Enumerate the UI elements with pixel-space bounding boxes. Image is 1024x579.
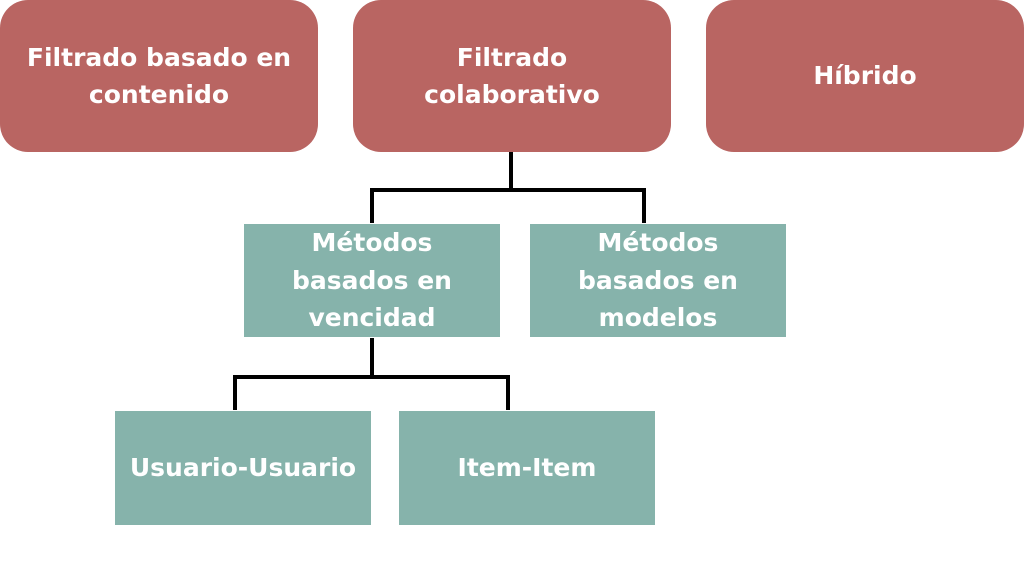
model-based-methods-box: Métodos basados en modelos bbox=[530, 224, 786, 337]
hybrid-label: Híbrido bbox=[813, 61, 917, 91]
content-based-filtering-box: Filtrado basado en contenido bbox=[0, 0, 318, 152]
collaborative-filtering-label: Filtrado colaborativo bbox=[424, 42, 600, 110]
model-based-methods-label: Métodos basados en modelos bbox=[578, 228, 738, 333]
item-item-label: Item-Item bbox=[457, 453, 597, 483]
user-user-box: Usuario-Usuario bbox=[115, 411, 371, 525]
hybrid-box: Híbrido bbox=[706, 0, 1024, 152]
content-based-filtering-label: Filtrado basado en contenido bbox=[26, 42, 292, 110]
user-user-label: Usuario-Usuario bbox=[129, 453, 357, 483]
connector-collaborative-to-methods bbox=[370, 152, 646, 223]
connector-neighborhood-to-similarity bbox=[233, 338, 510, 410]
neighborhood-methods-label: Métodos basados en vencidad bbox=[292, 228, 452, 333]
neighborhood-methods-box: Métodos basados en vencidad bbox=[244, 224, 500, 337]
collaborative-filtering-box: Filtrado colaborativo bbox=[353, 0, 671, 152]
item-item-box: Item-Item bbox=[399, 411, 655, 525]
